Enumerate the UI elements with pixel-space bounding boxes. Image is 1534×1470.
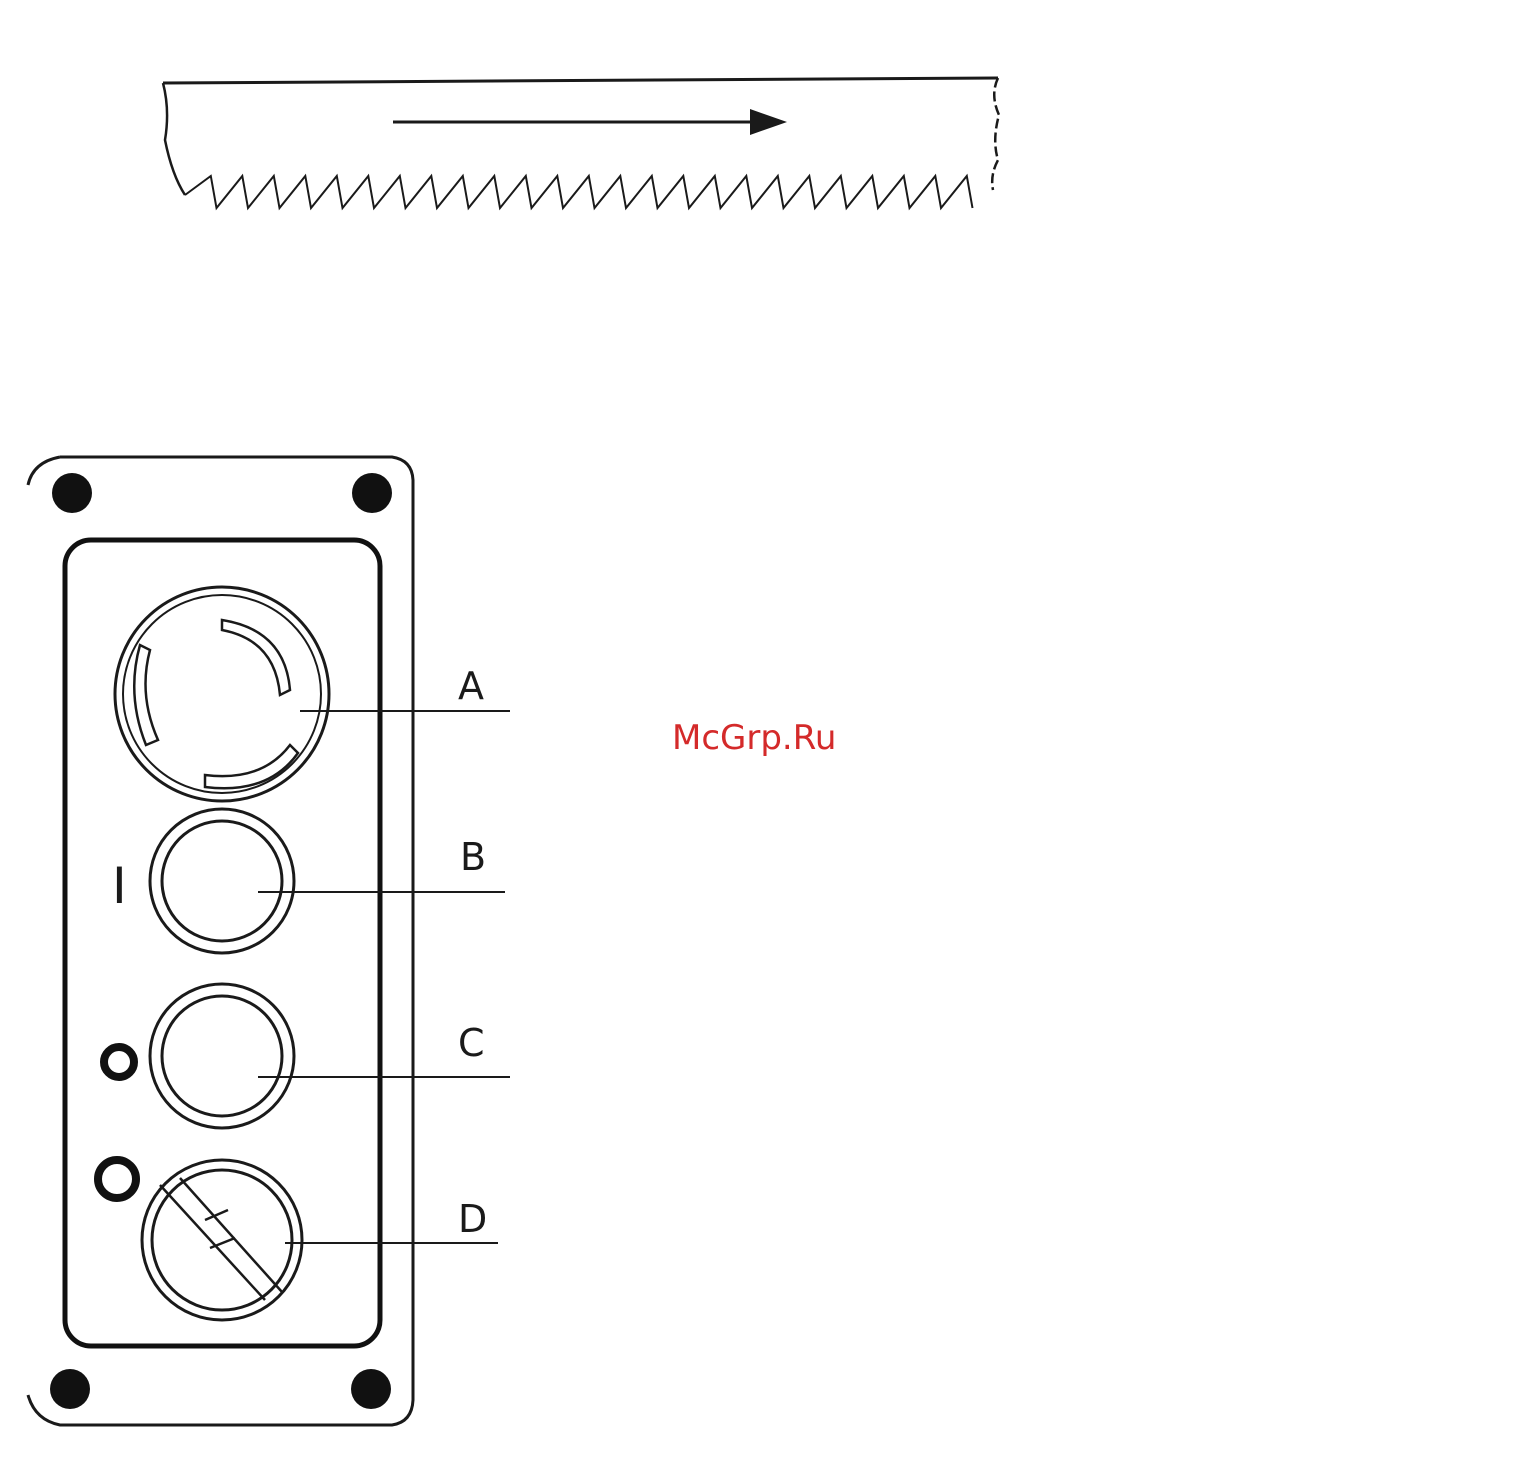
callout-a: A: [458, 664, 484, 708]
screw-top-left-icon: [52, 473, 92, 513]
blade-right-break: [992, 78, 999, 190]
symbol-on: I: [112, 857, 127, 915]
start-button-icon[interactable]: [150, 809, 294, 953]
stop-button-icon[interactable]: [150, 984, 294, 1128]
screw-bottom-right-icon: [351, 1369, 391, 1409]
control-panel: I A B C D: [28, 457, 510, 1425]
blade-left-break: [163, 83, 185, 195]
blade-teeth: [185, 176, 973, 208]
screw-top-right-icon: [352, 473, 392, 513]
callout-b: B: [460, 835, 486, 879]
callout-c: C: [458, 1021, 485, 1065]
saw-blade: [163, 78, 999, 208]
arrow-right-icon: [393, 109, 787, 135]
blade-top-edge: [163, 78, 998, 83]
watermark: McGrp.Ru: [672, 718, 836, 758]
symbol-off-icon: [104, 1047, 134, 1077]
callout-d: D: [458, 1197, 487, 1241]
screw-bottom-left-icon: [50, 1369, 90, 1409]
emergency-stop-icon[interactable]: [115, 587, 329, 801]
rotary-switch-icon[interactable]: [142, 1160, 302, 1320]
symbol-off-indicator-icon: [98, 1160, 136, 1198]
